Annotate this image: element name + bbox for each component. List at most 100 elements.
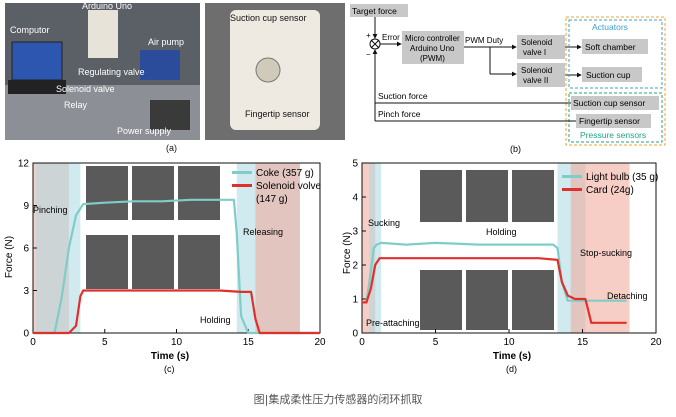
annot-sucking: Sucking <box>368 218 400 228</box>
target-force-label: Target force <box>352 6 397 16</box>
panel-b-letter: (b) <box>510 144 521 154</box>
controller-box <box>402 31 464 64</box>
chart-d: 0 1 2 3 4 5 0 5 10 15 20 Light bulb (35 g) Card (2… <box>342 159 662 375</box>
fingertip-sensor-box <box>576 114 651 128</box>
figure-caption: 图|集成柔性压力传感器的闭环抓取 <box>253 393 423 406</box>
panel-a-letter: (a) <box>166 143 177 153</box>
suction-cup-label: Suction cup <box>586 70 631 80</box>
annot-holding-d: Holding <box>486 227 517 237</box>
xtick-label-d-10: 10 <box>503 337 515 348</box>
xtick-label-c-10: 10 <box>171 337 183 348</box>
photo-d-6 <box>512 270 554 330</box>
xtick-label-d-20: 20 <box>650 337 662 348</box>
chart-d-grid-and-axes: 0 1 2 3 4 5 0 5 10 15 20 <box>352 159 662 349</box>
xtick-label-d-5: 5 <box>433 337 439 348</box>
photo-c-6 <box>178 235 220 289</box>
photo-c-5 <box>132 235 174 289</box>
valve1-line2: valve I <box>523 48 546 57</box>
outer-orange-frame <box>565 16 666 146</box>
chart-d-photos <box>420 170 554 330</box>
minus-sign: − <box>366 50 371 59</box>
suction-cup-sensor-box <box>571 96 659 110</box>
pwm-duty-label: PWM Duty <box>465 36 503 45</box>
label-regulating-valve: Regulating valve <box>78 67 145 77</box>
legend-c-solenoid: Solenoid volve <box>256 181 321 192</box>
photo-d-2 <box>466 170 508 222</box>
laptop-screen <box>11 41 63 81</box>
valve1-line1: Solenoid <box>521 38 552 47</box>
photo-d-3 <box>512 170 554 222</box>
power-supply <box>150 100 190 130</box>
photo-d-1 <box>420 170 462 222</box>
ytick-label-c-6: 6 <box>23 244 29 255</box>
label-power-supply: Power supply <box>117 126 172 136</box>
chart-d-legend: Light bulb (35 g) Card (24g) <box>562 172 658 196</box>
series-line-c-1 <box>33 289 320 335</box>
valve2-line2: valve II <box>523 76 548 85</box>
xtick-label-c-0: 0 <box>30 337 36 348</box>
legend-c-swatch-1 <box>232 171 252 174</box>
legend-c-swatch-2 <box>232 184 252 187</box>
phase-region-c-1 <box>35 163 81 333</box>
valve2-line1: Solenoid <box>521 66 552 75</box>
series-line-d-1 <box>362 257 627 324</box>
chart-c-photos <box>86 166 220 289</box>
ytick-label-c-3: 3 <box>23 286 29 297</box>
label-fingertip-sensor: Fingertip sensor <box>245 109 310 119</box>
valve2-box <box>517 63 565 87</box>
panel-d-letter: (d) <box>506 364 517 374</box>
ytick-label-c-12: 12 <box>18 159 30 170</box>
legend-d-swatch-2 <box>562 188 582 191</box>
phase-region-c-3 <box>255 163 300 333</box>
error-label: Error <box>382 33 400 42</box>
valve1-box <box>517 35 565 59</box>
ytick-label-d-5: 5 <box>352 159 358 170</box>
series-line-c-0 <box>33 198 320 335</box>
xtick-label-c-5: 5 <box>102 337 108 348</box>
legend-d-card: Card (24g) <box>586 185 634 196</box>
legend-d-swatch-1 <box>562 175 582 178</box>
photo-c-4 <box>86 235 128 289</box>
actuators-frame <box>568 19 663 89</box>
plus-sign: + <box>366 31 371 40</box>
label-solenoid-valve: Solenoid valve <box>56 84 115 94</box>
label-computor: Computor <box>10 25 50 35</box>
ytick-label-c-0: 0 <box>23 329 29 340</box>
xtick-label-d-15: 15 <box>577 337 589 348</box>
legend-c-coke: Coke (357 g) <box>256 168 314 179</box>
chart-d-series <box>362 241 627 324</box>
panel-c-letter: (c) <box>164 364 175 374</box>
ytick-label-d-3: 3 <box>352 227 358 238</box>
label-relay: Relay <box>64 100 88 110</box>
soft-chamber-label: Soft chamber <box>585 42 636 52</box>
controller-line3: (PWM) <box>420 54 445 63</box>
actuators-label: Actuators <box>592 22 628 32</box>
ytick-label-d-1: 1 <box>352 295 358 306</box>
robot-gripper <box>88 10 118 58</box>
annot-pre-attaching: Pre-attaching <box>366 318 420 328</box>
photo-d-5 <box>466 270 508 330</box>
annot-detaching: Detaching <box>607 291 648 301</box>
label-air-pump: Air pump <box>148 37 184 47</box>
label-suction-cup-sensor: Suction cup sensor <box>230 13 307 23</box>
ytick-label-d-0: 0 <box>352 329 358 340</box>
ytick-label-d-4: 4 <box>352 193 358 204</box>
suction-cup-sensor-label: Suction cup sensor <box>573 98 645 108</box>
ylabel-d: Force (N) <box>342 232 353 274</box>
suction-cup-box <box>582 67 642 82</box>
photo-c-1 <box>86 166 128 220</box>
ytick-label-d-2: 2 <box>352 261 358 272</box>
fingertip-sensor-label: Fingertip sensor <box>579 116 640 126</box>
controller-line2: Arduino Uno <box>410 44 455 53</box>
xtick-label-d-0: 0 <box>359 337 365 348</box>
pinch-force-label: Pinch force <box>378 109 421 119</box>
phase-region-d-3 <box>570 163 630 333</box>
suction-cup-disc <box>255 57 281 83</box>
soft-chamber-box <box>582 39 648 54</box>
laptop-base <box>8 80 66 94</box>
annot-holding: Holding <box>200 315 231 325</box>
xtick-label-c-20: 20 <box>314 337 326 348</box>
